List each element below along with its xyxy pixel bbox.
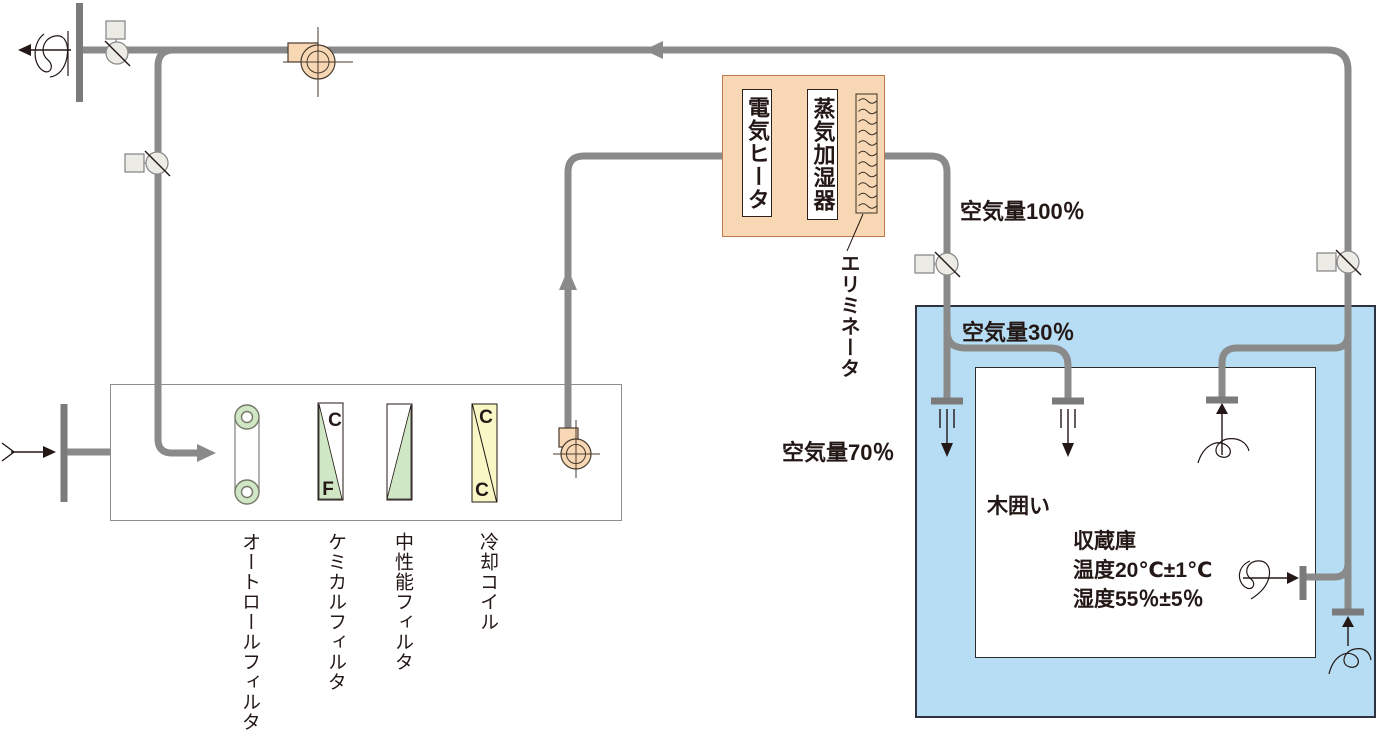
storage-humidity: 湿度55％±5％ xyxy=(1073,588,1204,611)
outdoor-air-intake xyxy=(1,442,56,462)
exhaust-fan xyxy=(283,27,353,97)
supply-flow-arrow xyxy=(559,269,577,290)
eliminator-label: エリミネータ xyxy=(837,253,859,379)
wood-enclosure-label: 木囲い xyxy=(987,495,1050,518)
chemical-filter-label: ケミカルフィルタ xyxy=(325,532,346,692)
steam-humidifier-section: 蒸気加湿器 xyxy=(807,89,838,220)
storage-name: 収蔵庫 xyxy=(1073,530,1136,553)
return-flow-arrow xyxy=(644,41,663,59)
storage-temperature: 温度20℃±1℃ xyxy=(1073,559,1213,582)
air-volume-30-label: 空気量30％ xyxy=(962,320,1075,345)
storage-spec-block: 収蔵庫 温度20℃±1℃ 湿度55％±5％ xyxy=(1073,527,1212,614)
exhaust-damper xyxy=(104,20,131,67)
auto-roll-filter-label: オートロールフィルタ xyxy=(239,532,260,732)
supply-damper xyxy=(914,251,961,278)
air-handling-unit-box xyxy=(110,384,622,521)
return-damper xyxy=(1316,249,1362,276)
cooling-coil-label: 冷却コイル xyxy=(477,532,498,632)
recirculation-damper xyxy=(124,150,171,177)
electric-heater-section: 電気ヒータ xyxy=(742,89,772,217)
steam-humidifier-label: 蒸気加湿器 xyxy=(810,97,836,212)
exhaust-outlet xyxy=(18,31,71,78)
medium-filter-label: 中性能フィルタ xyxy=(392,532,413,672)
electric-heater-label: 電気ヒータ xyxy=(745,95,770,211)
air-volume-70-label: 空気量70％ xyxy=(782,440,895,465)
air-volume-100-label: 空気量100％ xyxy=(960,199,1085,224)
